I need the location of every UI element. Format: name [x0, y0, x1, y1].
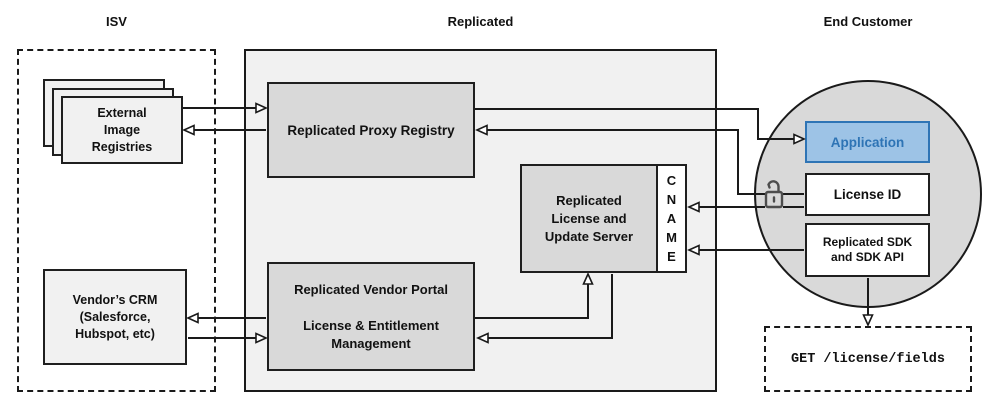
cname-strip: C N A M E	[656, 166, 685, 271]
isv-section-label: ISV	[106, 14, 127, 29]
application-node: Application	[805, 121, 930, 163]
license-id-node: License ID	[805, 173, 930, 216]
end-customer-section-label: End Customer	[823, 14, 913, 29]
get-license-fields-box: GET /license/fields	[764, 326, 972, 392]
license-update-server-node: Replicated License and Update Server C N…	[520, 164, 687, 273]
license-update-server-label: Replicated License and Update Server	[522, 166, 656, 271]
unlocked-padlock-icon	[764, 180, 784, 209]
vendor-portal-node: Replicated Vendor Portal License & Entit…	[267, 262, 475, 371]
vendor-crm-node: Vendor’s CRM (Salesforce, Hubspot, etc)	[43, 269, 187, 365]
external-image-registries-node: External Image Registries	[61, 96, 183, 164]
replicated-section-label: Replicated	[447, 14, 514, 29]
replicated-sdk-node: Replicated SDK and SDK API	[805, 223, 930, 277]
replicated-proxy-registry-node: Replicated Proxy Registry	[267, 82, 475, 178]
arrowhead-into-get-box	[862, 314, 874, 327]
